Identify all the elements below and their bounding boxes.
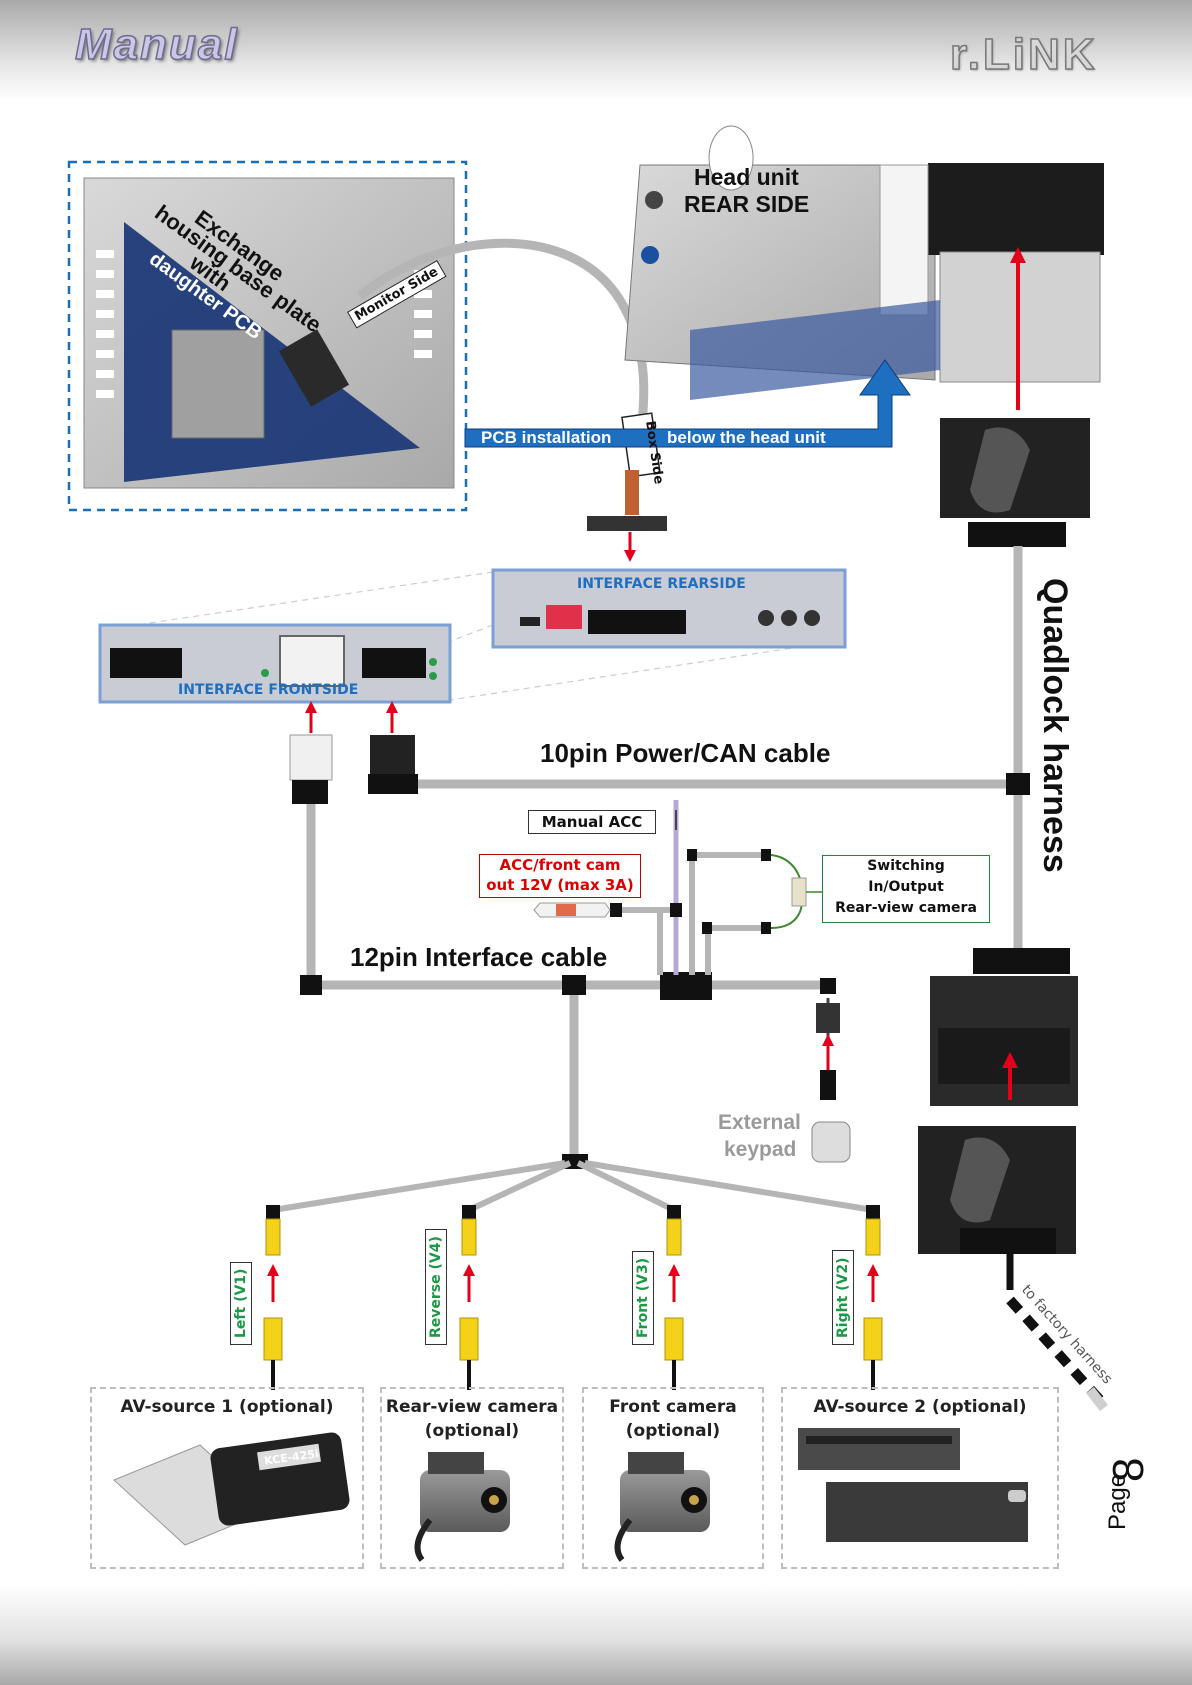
quadlock-connector-mid — [930, 948, 1078, 1106]
quadlock-harness-label: Quadlock harness — [1036, 578, 1074, 873]
switching-label-1: Switching — [867, 858, 945, 874]
rear-view-camera-box: Rear-view camera (optional) — [380, 1387, 564, 1569]
rear-view-camera-label-2: (optional) — [424, 1421, 520, 1441]
front-camera-box: Front camera (optional) — [582, 1387, 764, 1569]
rca-connector-v2 — [863, 1205, 883, 1390]
switching-box: Switching In/Output Rear-view camera — [822, 855, 990, 923]
interface-frontside-label: INTERFACE FRONTSIDE — [178, 682, 359, 698]
pcb-installation-label: PCB installation — [481, 428, 612, 447]
manual-logo: Manual — [74, 19, 239, 70]
front-camera-label-2: (optional) — [625, 1421, 721, 1441]
av-source-2-devices — [798, 1428, 1028, 1542]
manual-acc-label: Manual ACC — [541, 813, 643, 831]
rca-connector-v1 — [263, 1205, 283, 1390]
head-unit-photo — [624, 125, 1104, 400]
rca-connector-v3 — [664, 1205, 684, 1390]
switching-label-3: Rear-view camera — [835, 900, 977, 916]
page-footer — [0, 1585, 1192, 1685]
av-source-1-devices — [113, 1432, 350, 1546]
av-source-1-label: AV-source 1 (optional) — [120, 1397, 334, 1417]
front-camera-device — [614, 1452, 710, 1562]
acc-front-cam-label-2: out 12V (max 3A) — [486, 876, 634, 894]
video-label-right-v2: Right (V2) — [832, 1250, 854, 1345]
switching-label-2: In/Output — [868, 879, 944, 895]
interface-rearside-label: INTERFACE REARSIDE — [577, 576, 746, 592]
video-label-front-v3: Front (V3) — [632, 1250, 654, 1345]
external-keypad-label-1: External — [718, 1111, 801, 1134]
acc-front-cam-box: ACC/front cam out 12V (max 3A) — [479, 854, 641, 898]
kce-device-text: KCE-425i — [263, 1447, 320, 1468]
interface-frontside — [98, 623, 452, 704]
av-source-1-box: AV-source 1 (optional) KCE-425i — [90, 1387, 364, 1569]
video-label-left-v1: Left (V1) — [230, 1261, 252, 1345]
av-source-2-box: AV-source 2 (optional) — [781, 1387, 1059, 1569]
rca-connector-v4 — [459, 1205, 479, 1390]
external-keypad-label-2: keypad — [724, 1138, 797, 1161]
acc-front-cam-label-1: ACC/front cam — [499, 856, 621, 874]
rear-view-camera-label-1: Rear-view camera — [385, 1397, 559, 1417]
front-camera-label-1: Front camera — [609, 1397, 737, 1417]
head-unit-label-2: REAR SIDE — [684, 191, 810, 217]
base-plate-photo — [67, 160, 468, 512]
interface-cable-label: 12pin Interface cable — [350, 942, 608, 972]
quadlock-connector-top — [940, 418, 1090, 547]
page-number: 8 — [1104, 1457, 1153, 1482]
rlink-logo: r.LiNK — [949, 29, 1098, 80]
quadlock-connector-bottom — [918, 1126, 1076, 1254]
rear-camera-device — [414, 1452, 510, 1562]
page-word: Page — [1104, 1473, 1131, 1530]
manual-acc-box: Manual ACC — [528, 810, 656, 834]
video-label-reverse-v4: Reverse (V4) — [425, 1229, 447, 1345]
head-unit-label-1: Head unit — [694, 164, 799, 190]
below-head-unit-label: below the head unit — [667, 428, 826, 447]
av-source-2-label: AV-source 2 (optional) — [813, 1397, 1027, 1417]
interface-rearside — [491, 568, 847, 649]
page-header — [0, 0, 1192, 100]
power-can-cable-label: 10pin Power/CAN cable — [540, 738, 831, 768]
